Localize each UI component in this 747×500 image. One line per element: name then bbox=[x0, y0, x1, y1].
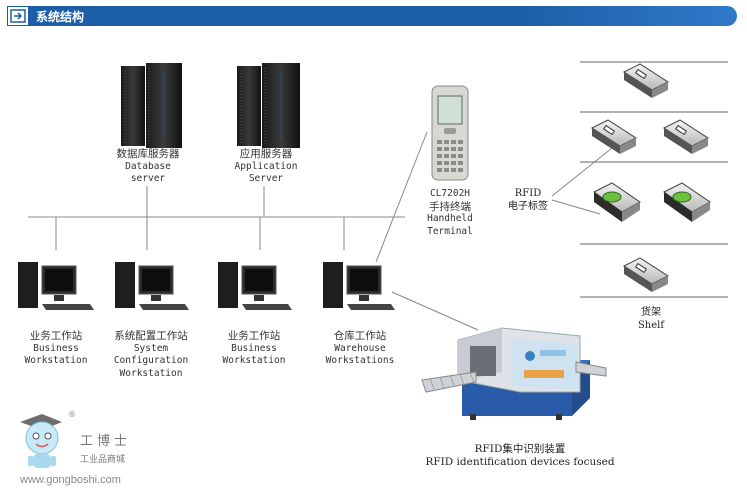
rfid-tag-icon-6 bbox=[622, 257, 670, 292]
watermark-sub: 工业品商城 bbox=[80, 455, 126, 465]
watermark-brand: 工博士 bbox=[80, 434, 132, 449]
section-title: 系统结构 bbox=[36, 10, 85, 24]
rfid-tag-icon-5 bbox=[663, 182, 711, 222]
handheld-label: CL7202H 手持终端 Handheld Terminal bbox=[427, 188, 473, 237]
section-header: 系统结构 bbox=[0, 6, 737, 26]
workstation-icon-3 bbox=[218, 262, 292, 310]
database-server-icon bbox=[121, 63, 182, 148]
watermark-url[interactable]: www.gongboshi.com bbox=[20, 474, 121, 486]
application-server-icon bbox=[237, 63, 300, 148]
watermark-reg: ® bbox=[68, 410, 76, 419]
rfid-tag-icon-3 bbox=[662, 119, 710, 154]
workstation-icon-4 bbox=[323, 262, 395, 310]
workstation-label-4: 仓库工作站 Warehouse Workstations bbox=[325, 330, 395, 366]
application-server-label: 应用服务器 Application Server bbox=[234, 148, 298, 184]
workstation-label-1: 业务工作站 Business Workstation bbox=[24, 330, 88, 366]
workstation-label-2: 系统配置工作站 System Configuration Workstation bbox=[113, 330, 189, 379]
rfid-device-label: RFID集中识别装置 RFID identification devices f… bbox=[425, 443, 615, 468]
network-lines bbox=[28, 131, 613, 331]
rfid-tag-icon-4 bbox=[593, 182, 641, 222]
handheld-terminal-icon bbox=[431, 85, 469, 181]
shelf-lines bbox=[580, 61, 728, 298]
rfid-tag-icon-1 bbox=[622, 63, 670, 98]
mascot-logo bbox=[20, 414, 62, 468]
header-bar bbox=[7, 6, 737, 26]
shelf-label: 货架 Shelf bbox=[637, 307, 665, 331]
workstation-label-3: 业务工作站 Business Workstation bbox=[222, 330, 286, 366]
rfid-tag-icon-2 bbox=[590, 119, 638, 154]
workstation-icon-1 bbox=[18, 262, 94, 310]
database-server-label: 数据库服务器 Database server bbox=[116, 148, 180, 184]
rfid-tag-label: RFID 电子标签 bbox=[508, 188, 548, 212]
workstation-icon-2 bbox=[115, 262, 189, 310]
section-icon bbox=[7, 6, 29, 26]
rfid-device-icon bbox=[421, 327, 607, 420]
